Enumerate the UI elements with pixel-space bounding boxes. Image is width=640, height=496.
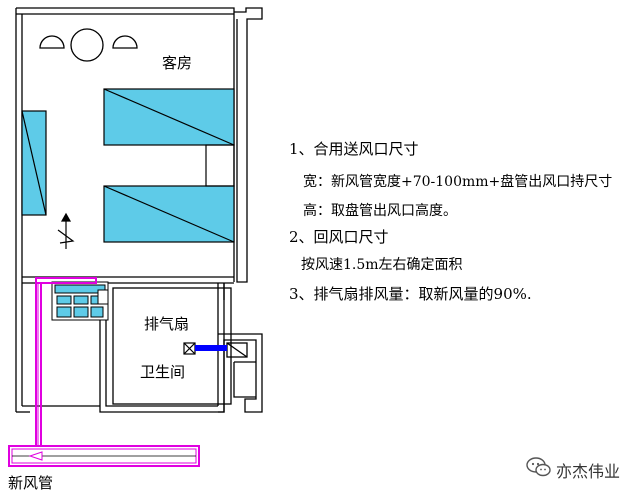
note-2-detail: 按风速1.5m左右确定面积	[301, 257, 463, 273]
light-fixtures	[39, 28, 138, 62]
note-1-height: 高：取盘管出风口高度。	[303, 203, 457, 219]
watermark-text: 亦杰伟业	[556, 462, 621, 481]
fresh-air-duct-label: 新风管	[8, 474, 53, 492]
guest-room-label: 客房	[162, 54, 192, 72]
nightstand	[205, 144, 235, 187]
note-1-title: 1、合用送风口尺寸	[289, 140, 419, 158]
note-3: 3、排气扇排风量：取新风量的90%.	[289, 285, 532, 303]
wechat-logo-icon	[526, 457, 551, 477]
exhaust-pipe	[195, 345, 227, 351]
bed-bottom	[103, 185, 235, 243]
bathroom-label: 卫生间	[140, 363, 185, 381]
exhaust-fan-icon	[183, 342, 196, 355]
bed-top	[103, 88, 235, 146]
fan-coil-unit	[51, 281, 109, 321]
note-2-title: 2、回风口尺寸	[289, 228, 389, 246]
wardrobe	[21, 110, 47, 216]
fresh-air-duct	[8, 277, 200, 467]
exhaust-fan-label: 排气扇	[144, 315, 189, 333]
note-1-width: 宽：新风管宽度+70-100mm+盘管出风口持尺寸	[303, 174, 613, 190]
arrow-symbol-icon	[57, 212, 75, 249]
watermark: 亦杰伟业	[524, 456, 640, 481]
